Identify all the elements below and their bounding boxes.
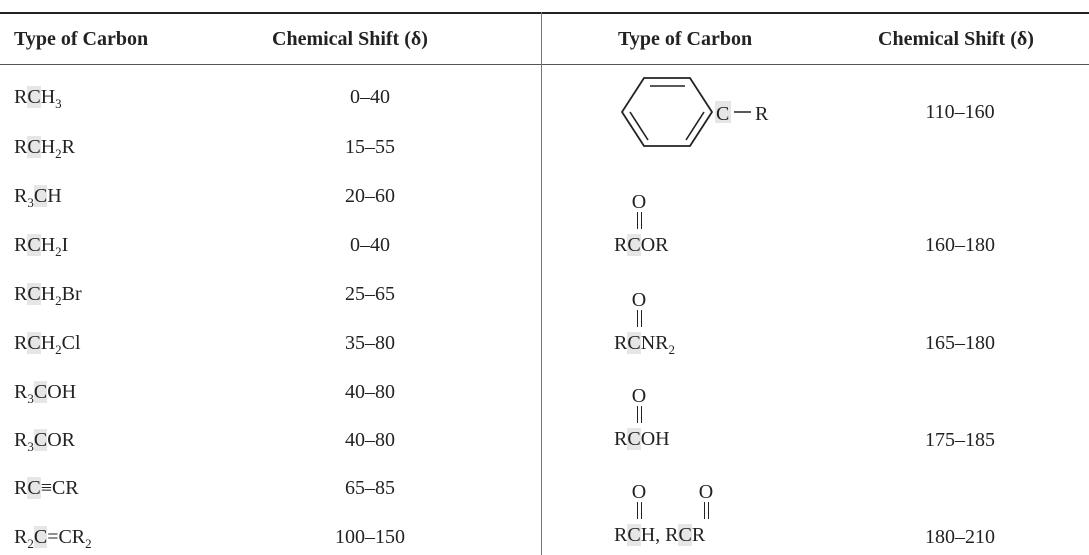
svg-text:C: C (716, 103, 729, 125)
right-shift-4: 180–210 (925, 526, 995, 548)
header-left-shift: Chemical Shift (δ) (272, 28, 428, 50)
left-shift-0: 0–40 (350, 86, 390, 108)
left-shift-9: 100–150 (335, 526, 405, 548)
right-shift-3: 175–185 (925, 429, 995, 451)
left-shift-5: 35–80 (345, 332, 395, 354)
left-shift-3: 0–40 (350, 234, 390, 256)
left-carbon-8: RC≡CR (14, 477, 79, 499)
right-shift-2: 165–180 (925, 332, 995, 354)
left-shift-4: 25–65 (345, 283, 395, 305)
right-carbon-1: O RCOR (614, 191, 669, 256)
left-carbon-4: RCH2Br (14, 283, 82, 308)
left-shift-7: 40–80 (345, 429, 395, 451)
left-shift-6: 40–80 (345, 381, 395, 403)
left-carbon-7: R3COR (14, 429, 75, 454)
left-carbon-9: R2C=CR2 (14, 526, 92, 551)
svg-text:R: R (755, 103, 769, 125)
right-carbon-4: O O RCH, RCR (614, 481, 714, 546)
header-rule (0, 64, 1089, 65)
left-carbon-3: RCH2I (14, 234, 69, 259)
left-shift-1: 15–55 (345, 136, 395, 158)
header-right-shift: Chemical Shift (δ) (878, 28, 1034, 50)
left-carbon-5: RCH2Cl (14, 332, 81, 357)
header-right-type: Type of Carbon (618, 28, 753, 50)
right-carbon-3: O RCOH (614, 385, 670, 450)
column-divider (541, 12, 542, 555)
header-left-type: Type of Carbon (14, 28, 149, 50)
right-carbon-2: O RCNR2 (614, 289, 675, 357)
left-carbon-6: R3COH (14, 381, 77, 406)
left-carbon-1: RCH2R (14, 136, 75, 161)
left-shift-2: 20–60 (345, 185, 395, 207)
left-carbon-2: R3CH (14, 185, 62, 210)
left-carbon-0: RCH3 (14, 86, 62, 111)
right-shift-1: 160–180 (925, 234, 995, 256)
table-top-rule (0, 12, 1089, 14)
benzene-ring-icon: C R (620, 77, 769, 147)
left-shift-8: 65–85 (345, 477, 395, 499)
right-shift-0: 110–160 (925, 101, 995, 123)
